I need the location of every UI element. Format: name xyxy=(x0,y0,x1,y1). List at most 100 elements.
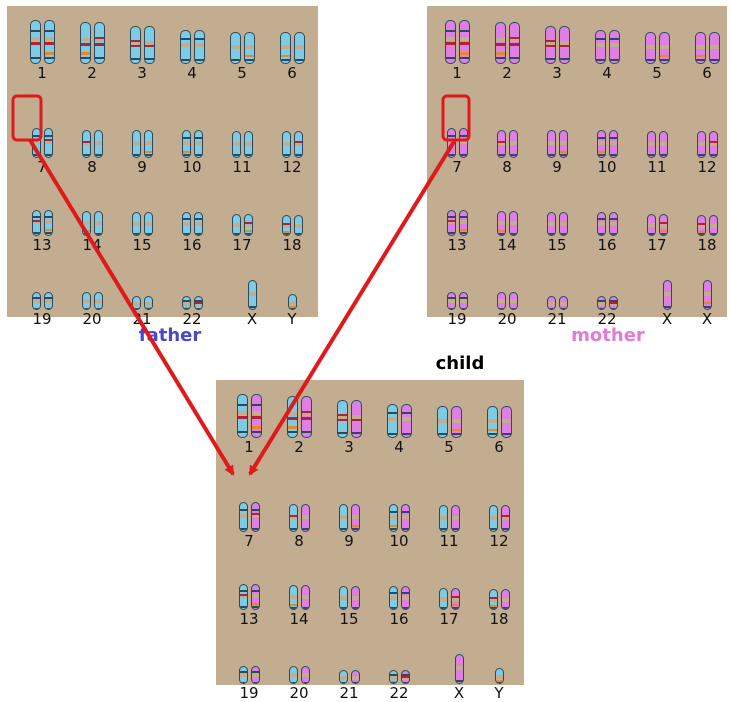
child-chromosome-17-a xyxy=(439,588,448,610)
child-chromosome-19-b xyxy=(251,666,260,684)
child-chromosome-22-a xyxy=(389,670,398,684)
mother-label-6: 6 xyxy=(677,64,731,82)
father-chromosome-1-b xyxy=(44,20,55,64)
father-caption: father xyxy=(135,325,205,346)
child-chromosome-12-b xyxy=(501,505,510,532)
father-chromosome-14-a xyxy=(82,211,91,236)
child-chromosome-7-a xyxy=(239,502,248,532)
father-chromosome-3-b xyxy=(144,26,155,64)
mother-chromosome-9-b xyxy=(559,130,568,158)
child-label-6: 6 xyxy=(469,438,529,456)
mother-chromosome-1-a xyxy=(445,20,456,64)
mother-chromosome-8-a xyxy=(497,130,506,158)
mother-chromosome-7-a xyxy=(447,128,456,158)
child-pair-24-chromosomes xyxy=(469,634,529,684)
father-chromosome-21-a xyxy=(132,296,141,310)
mother-chromosome-19-a xyxy=(447,292,456,310)
child-chromosome-11-a xyxy=(439,505,448,532)
mother-chromosome-10-a xyxy=(597,130,606,158)
child-chromosome-16-a xyxy=(389,586,398,610)
child-chromosome-15-b xyxy=(351,586,360,610)
child-chromosome-10-a xyxy=(389,504,398,532)
father-chromosome-23-a xyxy=(248,280,257,310)
mother-chromosome-18-a xyxy=(697,215,706,236)
mother-chromosome-5-b xyxy=(659,32,670,64)
child-karyotype: 12345678910111213141516171819202122XY xyxy=(216,380,524,685)
father-chromosome-6-b xyxy=(294,32,305,64)
mother-pair-18: 18 xyxy=(677,186,731,254)
mother-chromosome-21-a xyxy=(547,296,556,310)
child-pair-18-chromosomes xyxy=(469,560,529,610)
mother-pair-6: 6 xyxy=(677,14,731,82)
mother-chromosome-4-b xyxy=(609,30,620,64)
mother-chromosome-14-a xyxy=(497,211,506,236)
child-chromosome-16-b xyxy=(401,586,410,610)
father-chromosome-18-b xyxy=(294,215,303,236)
child-chromosome-4-a xyxy=(387,404,398,438)
child-chromosome-18-b xyxy=(501,589,510,610)
mother-chromosome-14-b xyxy=(509,211,518,236)
child-chromosome-3-a xyxy=(337,400,348,438)
child-chromosome-15-a xyxy=(339,586,348,610)
child-chromosome-13-b xyxy=(251,584,260,610)
father-chromosome-2-a xyxy=(80,22,91,64)
father-chromosome-6-a xyxy=(280,32,291,64)
mother-label-18: 18 xyxy=(677,236,731,254)
mother-chromosome-24-a xyxy=(703,280,712,310)
father-chromosome-20-a xyxy=(82,292,91,310)
child-chromosome-1-b xyxy=(251,394,262,438)
father-chromosome-7-b xyxy=(44,128,53,158)
child-chromosome-1-a xyxy=(237,394,248,438)
mother-chromosome-6-b xyxy=(709,32,720,64)
father-chromosome-3-a xyxy=(130,26,141,64)
father-label-12: 12 xyxy=(262,158,322,176)
father-pair-12-chromosomes xyxy=(262,108,322,158)
mother-chromosome-15-a xyxy=(547,212,556,236)
child-chromosome-8-a xyxy=(289,504,298,532)
father-pair-12: 12 xyxy=(262,108,322,176)
child-chromosome-13-a xyxy=(239,584,248,610)
child-chromosome-4-b xyxy=(401,404,412,438)
mother-label-24: X xyxy=(677,310,731,328)
child-label-18: 18 xyxy=(469,610,529,628)
father-pair-6: 6 xyxy=(262,14,322,82)
father-pair-22: 22 xyxy=(162,260,222,328)
child-chromosome-5-b xyxy=(451,406,462,438)
mother-pair-12-chromosomes xyxy=(677,108,731,158)
mother-chromosome-4-a xyxy=(595,30,606,64)
mother-chromosome-21-b xyxy=(559,296,568,310)
mother-chromosome-16-a xyxy=(597,212,606,236)
mother-pair-12: 12 xyxy=(677,108,731,176)
mother-chromosome-10-b xyxy=(609,130,618,158)
child-chromosome-20-b xyxy=(301,666,310,684)
mother-chromosome-6-a xyxy=(695,32,706,64)
child-chromosome-9-a xyxy=(339,504,348,532)
child-pair-6-chromosomes xyxy=(469,388,529,438)
father-chromosome-20-b xyxy=(94,292,103,310)
child-chromosome-17-b xyxy=(451,588,460,610)
father-chromosome-12-a xyxy=(282,131,291,158)
father-chromosome-14-b xyxy=(94,211,103,236)
child-pair-6: 6 xyxy=(469,388,529,456)
child-chromosome-9-b xyxy=(351,504,360,532)
father-chromosome-16-a xyxy=(182,212,191,236)
father-pair-18-chromosomes xyxy=(262,186,322,236)
mother-chromosome-2-a xyxy=(495,22,506,64)
mother-chromosome-13-a xyxy=(447,210,456,236)
mother-chromosome-15-b xyxy=(559,212,568,236)
mother-chromosome-7-b xyxy=(459,128,468,158)
mother-pair-22: 22 xyxy=(577,260,637,328)
child-chromosome-12-a xyxy=(489,505,498,532)
father-chromosome-1-a xyxy=(30,20,41,64)
father-chromosome-10-b xyxy=(194,130,203,158)
child-chromosome-14-b xyxy=(301,585,310,610)
father-chromosome-5-a xyxy=(230,32,241,64)
father-chromosome-22-b xyxy=(194,296,203,310)
child-pair-18: 18 xyxy=(469,560,529,628)
mother-chromosome-3-a xyxy=(545,26,556,64)
mother-pair-24-chromosomes xyxy=(677,260,731,310)
child-chromosome-14-a xyxy=(289,585,298,610)
father-chromosome-22-a xyxy=(182,296,191,310)
